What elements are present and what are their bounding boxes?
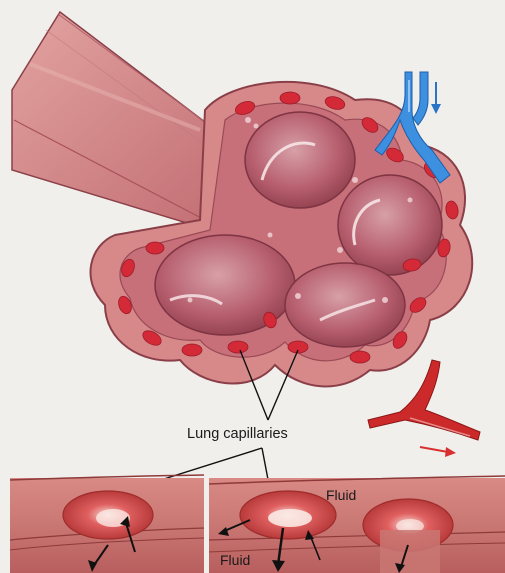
- fluid-label-top: Fluid: [326, 487, 356, 503]
- lung-capillaries-label: Lung capillaries: [187, 426, 288, 442]
- fluid-label-bottom: Fluid: [220, 552, 250, 568]
- alveolus-1: [245, 112, 355, 208]
- capillary-section-left: [10, 475, 205, 573]
- panel-divider: [204, 470, 209, 573]
- alveolus-4: [285, 263, 405, 347]
- capillary-section-right: [208, 476, 505, 573]
